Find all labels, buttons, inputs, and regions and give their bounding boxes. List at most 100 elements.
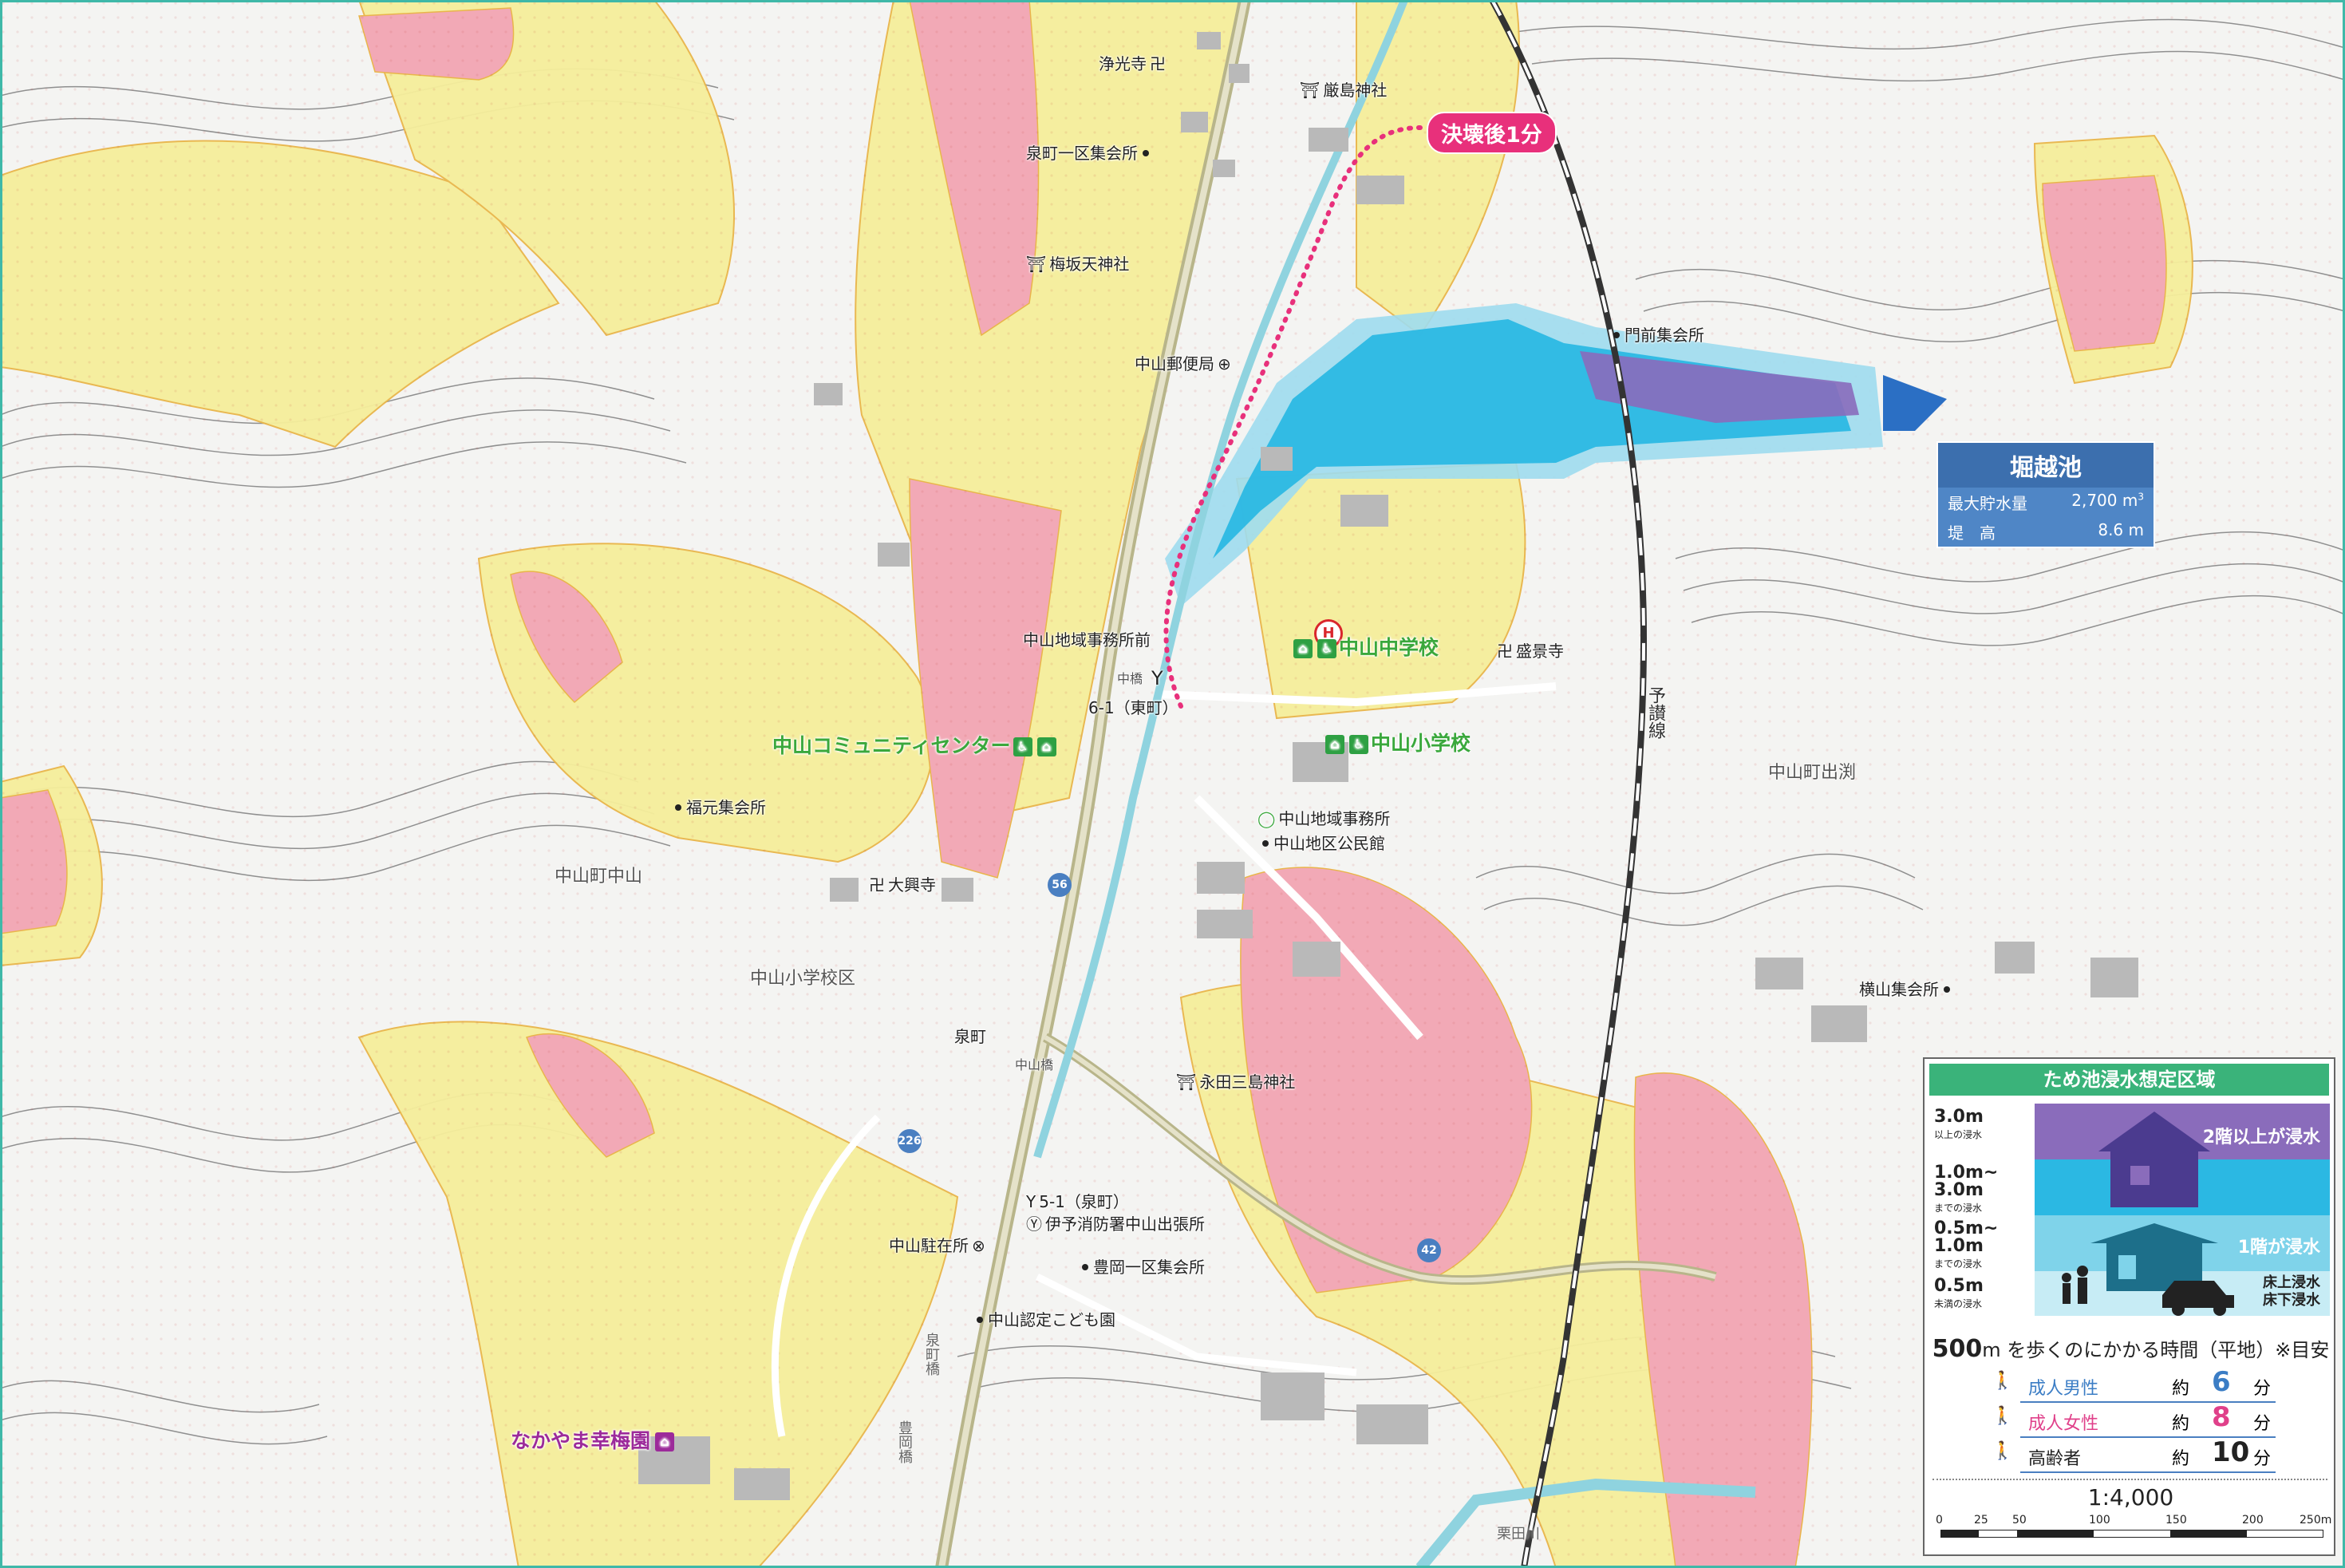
place-taikouji: 卍大興寺: [869, 875, 936, 895]
pond-height-label: 堤 高: [1948, 523, 1996, 543]
shrine-icon: ⛩: [1026, 255, 1047, 274]
bus-stop-icon: Y: [1026, 1192, 1036, 1211]
flood-area: [1165, 303, 1947, 606]
pond-height-row: 堤 高 8.6 m: [1938, 517, 2154, 547]
scale-ratio: 1:4,000: [2087, 1484, 2174, 1511]
walking-elderly-icon: 🚶: [1992, 1441, 2014, 1461]
place-izumi1: 泉町一区集会所: [1026, 140, 1154, 164]
place-kodomoen: 中山認定こども園: [972, 1307, 1115, 1330]
point-icon: [1143, 150, 1149, 156]
place-office-front: 中山地域事務所前: [1023, 630, 1151, 650]
bus-stop-icon: Y: [1151, 667, 1163, 689]
pond-capacity-label: 最大貯水量: [1948, 494, 2027, 513]
shelter-icon: ⌂: [655, 1432, 675, 1451]
fire-station-icon: Ⓨ: [1026, 1215, 1042, 1234]
rail-dash: [1490, 0, 1646, 1568]
scale-tick-label: 0: [1936, 1514, 1943, 1527]
scale-tick-label: 25: [1974, 1514, 1988, 1527]
shrine-icon: ⛩: [1176, 1072, 1197, 1092]
place-fukumoto: 福元集会所: [670, 795, 766, 818]
roads: [771, 0, 1717, 1568]
point-icon: [1082, 1264, 1088, 1270]
scale-tick-label: 100: [2089, 1514, 2110, 1527]
evac-icon: ♿: [1013, 737, 1032, 756]
place-kurumagawa: 栗田川: [1497, 1526, 1540, 1542]
police-icon: ⊗: [972, 1236, 985, 1255]
place-toyobashi: 豊岡橋: [896, 1420, 913, 1463]
shelter-community-center[interactable]: 中山コミュニティセンター♿⌂: [772, 730, 1059, 759]
shrine-icon: ⛩: [1300, 81, 1321, 100]
place-monzen: 門前集会所: [1609, 322, 1704, 346]
shelter-icon: ⌂: [1036, 737, 1056, 756]
place-umesaka: ⛩梅坂天神社: [1026, 255, 1130, 274]
scale-tick-label: 200: [2242, 1514, 2264, 1527]
legend-divider: [1932, 1479, 2327, 1480]
place-post: 中山郵便局⊕: [1135, 354, 1231, 373]
house-illustration: [2062, 1112, 2234, 1316]
place-nakayamabashi: 中山橋: [1015, 1057, 1054, 1072]
route-56-badge: 56: [1048, 873, 1072, 897]
shelter-icon: ⌂: [1325, 735, 1344, 754]
walking-woman-icon: 🚶: [1992, 1406, 2014, 1426]
pond-capacity-row: 最大貯水量 2,700 m3: [1938, 488, 2154, 517]
pond-capacity-value: 2,700 m3: [2071, 491, 2144, 510]
point-icon: [675, 804, 681, 811]
walking-man-icon: 🚶: [1992, 1371, 2014, 1391]
place-toyooka: 豊岡一区集会所: [1077, 1254, 1205, 1278]
walk-time-title: 500m を歩くのにかかる時間（平地）※目安: [1932, 1335, 2330, 1363]
temple-icon: 卍: [869, 875, 885, 895]
place-kominkan: 中山地区公民館: [1257, 831, 1385, 854]
place-office: ◯中山地域事務所: [1257, 809, 1391, 828]
office-icon: ◯: [1257, 809, 1276, 828]
place-itsukushima: ⛩厳島神社: [1300, 81, 1388, 100]
post-office-icon: ⊕: [1218, 354, 1231, 373]
place-yokoyama: 横山集会所: [1859, 977, 1955, 1000]
shelter-elementary-school[interactable]: ⌂♿中山小学校: [1323, 728, 1471, 756]
walk-row-woman: 🚶 成人女性 約 8 分: [1992, 1401, 2276, 1438]
temple-icon: 卍: [1497, 642, 1513, 661]
scale-bar: [1940, 1530, 2323, 1538]
area-dezure: 中山町出渕: [1768, 763, 1857, 783]
pond-height-value: 8.6 m: [2098, 520, 2144, 539]
point-icon: [977, 1317, 983, 1323]
breach-time-badge: 決壊後1分: [1427, 112, 1557, 154]
place-seikeiji: 卍盛景寺: [1497, 642, 1564, 661]
point-icon: [1613, 332, 1620, 338]
point-icon: [1944, 986, 1950, 993]
evac-icon: ♿: [1317, 639, 1336, 658]
rail-label: 予讃線: [1645, 686, 1665, 739]
area-nakayama-nakayama: 中山町中山: [555, 867, 643, 887]
walk-row-man: 🚶 成人男性 約 6 分: [1992, 1366, 2276, 1403]
evac-icon: ♿: [1349, 735, 1368, 754]
shelter-nursing-home[interactable]: なかやま幸梅園⌂: [511, 1425, 675, 1454]
scale-tick-label: 50: [2012, 1514, 2027, 1527]
shelter-middle-school[interactable]: ⌂♿中山中学校: [1291, 632, 1439, 661]
scale-tick-label: 150: [2165, 1514, 2187, 1527]
place-bus61: 6-1（東町）: [1088, 698, 1178, 717]
place-joukouji: 浄光寺卍: [1099, 54, 1166, 73]
shelter-icon: ⌂: [1293, 639, 1313, 658]
place-izumimachibashi: 泉町橋: [923, 1333, 940, 1376]
area-school-district: 中山小学校区: [750, 969, 856, 989]
scale-tick-label: 250m: [2300, 1514, 2332, 1527]
route-226-badge: 226: [898, 1129, 922, 1153]
temple-icon: 卍: [1150, 54, 1166, 73]
place-police: 中山駐在所⊗: [889, 1236, 985, 1255]
point-icon: [1262, 840, 1269, 847]
river: [1033, 0, 1408, 1159]
pond-name: 堀越池: [1938, 443, 2154, 488]
pond-info-box: 堀越池 最大貯水量 2,700 m3 堤 高 8.6 m: [1936, 441, 2155, 548]
route-42-badge: 42: [1417, 1238, 1441, 1262]
place-nagata: ⛩永田三島神社: [1176, 1072, 1296, 1092]
walk-row-elderly: 🚶 高齢者 約 10 分: [1992, 1436, 2276, 1473]
legend-title: ため池浸水想定区域: [1929, 1064, 2329, 1096]
place-izumimachi: 泉町: [954, 1027, 986, 1046]
place-nakahashi: 中橋: [1117, 671, 1143, 686]
